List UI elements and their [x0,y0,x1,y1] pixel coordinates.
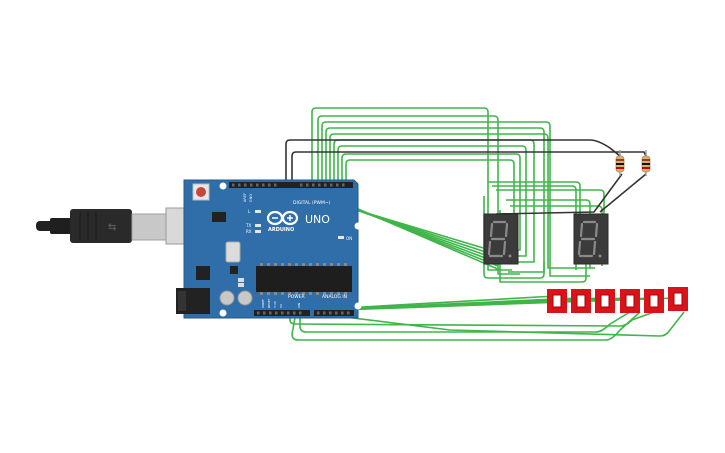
atmega-chip [256,263,352,295]
analog-header[interactable] [314,310,354,316]
wires-dark[interactable] [285,139,647,215]
pushbutton-3[interactable] [595,289,615,313]
power-header-label: POWER [288,294,305,300]
digital-header[interactable] [229,182,353,188]
pin-label-reset: RESET [267,298,271,308]
arduino-brand: ARDUINO [268,227,294,233]
resistor-2[interactable] [641,150,651,176]
capacitor-2 [237,290,253,306]
analog-header-label: ANALOG IN [322,294,347,300]
pin-label-5v: 5V [279,303,283,308]
led-label-l: L [248,209,251,214]
arduino-uno-board[interactable]: AREF GND DIGITAL (PWM~) L TX RX ARDUINO … [176,179,362,319]
arduino-logo: ARDUINO [266,210,299,233]
digital-header-label: DIGITAL (PWM~) [293,200,331,206]
pushbutton-4[interactable] [620,289,640,313]
resistor-1[interactable] [615,150,625,176]
reset-button[interactable] [192,183,210,201]
pin-label-gnd-top: GND [249,194,253,202]
led-label-tx: TX [245,223,251,228]
pushbutton-1[interactable] [547,289,567,313]
seven-segment-display-left[interactable] [483,213,519,265]
capacitor-1 [219,290,235,306]
pushbutton-5[interactable] [644,289,664,313]
pushbutton-2[interactable] [571,289,591,313]
usb-icon: ⇆ [108,222,116,233]
pushbutton-6[interactable] [668,287,688,311]
pin-label-vin: VIN [297,303,301,308]
pin-label-3v3: 3.3V [273,300,277,308]
pin-label-aref: AREF [243,193,247,202]
seven-segment-display-right[interactable] [573,213,609,265]
board-model: UNO [305,213,330,226]
led-label-rx: RX [246,229,252,234]
pin-label-ioref: IOREF [261,299,265,308]
power-jack[interactable] [176,288,210,314]
on-led-label: ON [346,236,352,241]
status-leds: L TX RX [245,209,261,234]
